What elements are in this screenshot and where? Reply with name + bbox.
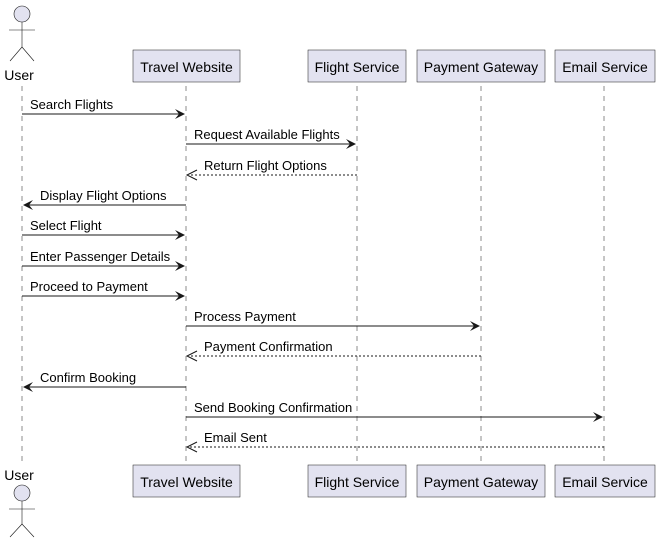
participant-flight-service-top: Flight Service: [307, 49, 407, 83]
message-confirm-booking: Confirm Booking: [23, 370, 186, 392]
participant-label: Payment Gateway: [424, 474, 538, 490]
arrowhead-icon: [175, 109, 185, 119]
participant-box: [416, 49, 546, 83]
arrowhead-icon: [185, 169, 198, 181]
participant-email-service-bottom: Email Service: [554, 464, 656, 498]
participant-label: Payment Gateway: [424, 59, 538, 75]
actor-leg-right: [21, 46, 35, 62]
actor-user-top: User: [4, 5, 35, 83]
participant-email-service-top: Email Service: [554, 49, 656, 83]
arrowhead-icon: [593, 412, 603, 422]
message-label: Return Flight Options: [204, 158, 327, 173]
actor-leg-left: [9, 46, 23, 62]
message-email-sent: Email Sent: [185, 430, 604, 453]
message-search-flights: Search Flights: [22, 97, 185, 119]
actor-head-icon: [13, 5, 31, 23]
participant-flight-service-bottom: Flight Service: [307, 464, 407, 498]
participant-box: [307, 464, 407, 498]
message-label: Process Payment: [194, 309, 296, 324]
actor-head-icon: [13, 484, 31, 502]
participant-payment-gateway-bottom: Payment Gateway: [416, 464, 546, 498]
arrowhead-icon: [23, 200, 33, 210]
message-return-flight-options: Return Flight Options: [185, 158, 357, 181]
message-label: Payment Confirmation: [204, 339, 333, 354]
arrowhead-icon: [185, 441, 198, 453]
message-display-flight-options: Display Flight Options: [23, 188, 186, 210]
actor-label: User: [4, 67, 34, 83]
message-label: Search Flights: [30, 97, 114, 112]
message-label: Select Flight: [30, 218, 102, 233]
arrowhead-icon: [175, 261, 185, 271]
message-payment-confirmation: Payment Confirmation: [185, 339, 481, 362]
participant-label: Email Service: [562, 59, 648, 75]
arrowhead-icon: [185, 350, 198, 362]
participant-travel-website-bottom: Travel Website: [132, 464, 241, 498]
participant-box: [132, 49, 241, 83]
message-label: Proceed to Payment: [30, 279, 148, 294]
arrowhead-icon: [346, 139, 356, 149]
participant-box: [307, 49, 407, 83]
participant-label: Travel Website: [140, 59, 233, 75]
arrowhead-icon: [23, 382, 33, 392]
message-proceed-to-payment: Proceed to Payment: [22, 279, 185, 301]
message-select-flight: Select Flight: [22, 218, 185, 240]
actor-user-bottom: User: [4, 467, 35, 538]
actor-label: User: [4, 467, 34, 483]
participant-label: Email Service: [562, 474, 648, 490]
message-label: Request Available Flights: [194, 127, 340, 142]
participant-payment-gateway-top: Payment Gateway: [416, 49, 546, 83]
message-send-booking-confirmation: Send Booking Confirmation: [186, 400, 603, 422]
message-label: Send Booking Confirmation: [194, 400, 352, 415]
message-label: Confirm Booking: [40, 370, 136, 385]
message-request-available-flights: Request Available Flights: [186, 127, 356, 149]
participant-box: [416, 464, 546, 498]
participant-box: [554, 464, 656, 498]
message-enter-passenger-details: Enter Passenger Details: [22, 249, 185, 271]
actor-leg-left: [9, 523, 23, 538]
message-label: Enter Passenger Details: [30, 249, 171, 264]
participant-label: Travel Website: [140, 474, 233, 490]
participant-box: [132, 464, 241, 498]
message-label: Email Sent: [204, 430, 267, 445]
arrowhead-icon: [175, 291, 185, 301]
arrowhead-icon: [175, 230, 185, 240]
actor-leg-right: [21, 523, 35, 538]
message-process-payment: Process Payment: [186, 309, 480, 331]
arrowhead-icon: [470, 321, 480, 331]
participant-label: Flight Service: [315, 474, 400, 490]
lifelines: [21, 86, 605, 463]
participant-label: Flight Service: [315, 59, 400, 75]
participant-box: [554, 49, 656, 83]
message-label: Display Flight Options: [40, 188, 167, 203]
participant-travel-website-top: Travel Website: [132, 49, 241, 83]
